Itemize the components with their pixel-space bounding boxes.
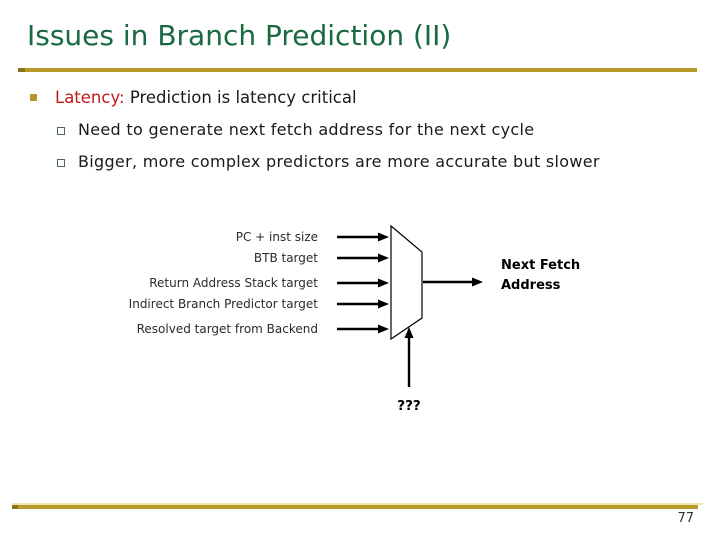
sub-bullet-1: Need to generate next fetch address for … [78,120,535,139]
bullet-highlight: Latency: [55,88,125,107]
footer-line [12,505,698,509]
bullet-main: Latency: Prediction is latency critical [55,87,357,109]
sub-bullet-square-icon [57,159,65,167]
mux-shape [390,224,423,341]
title-underline [18,68,697,72]
footer-line-accent [12,505,18,509]
slide-title: Issues in Branch Prediction (II) [27,19,452,52]
mux-input-label-btb: BTB target [253,251,318,265]
mux-input-label-ras: Return Address Stack target [149,276,318,290]
mux-input-label-resolved: Resolved target from Backend [136,322,318,336]
mux-select-label: ??? [397,398,421,414]
page-number: 77 [677,511,694,526]
sub-bullet-square-icon [57,127,65,135]
bullet-square-icon [30,94,37,101]
footer-line-pale [12,503,703,505]
title-underline-accent [18,68,25,72]
bullet-rest: Prediction is latency critical [124,88,357,107]
mux-input-label-indirect: Indirect Branch Predictor target [128,297,318,311]
mux-output-label: Next Fetch Address [501,258,581,293]
mux-input-label-pc: PC + inst size [235,230,318,244]
sub-bullet-2: Bigger, more complex predictors are more… [78,152,600,171]
